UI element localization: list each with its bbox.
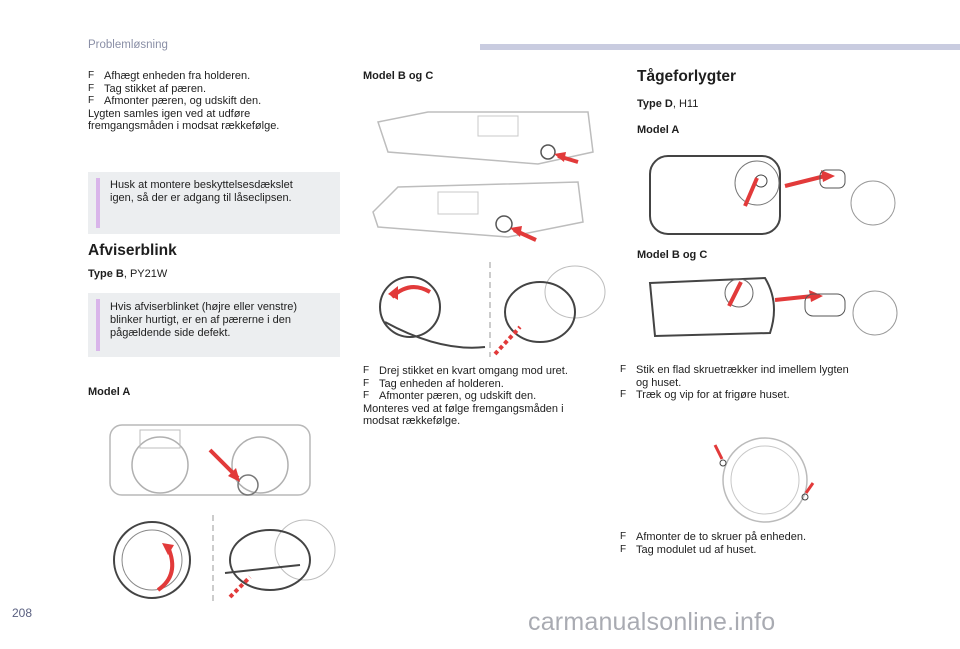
watermark: carmanualsonline.info [528, 608, 776, 636]
checkbox-bullet-icon: F [620, 531, 627, 542]
model-a-label: Model A [88, 386, 131, 398]
fog-model-a-label: Model A [637, 124, 680, 136]
info-note: Husk at montere beskyttelsesdækslet igen… [88, 172, 340, 234]
bulb-socket-illustration [379, 262, 606, 357]
fog-module-illustration [713, 437, 815, 523]
fog-lamp-bc-illustration [648, 276, 898, 338]
fog-lamp-a-illustration [649, 155, 896, 235]
checkbox-bullet-icon: F [363, 390, 370, 402]
checkbox-bullet-icon: F [363, 365, 370, 376]
info-note: Hvis afviserblinket (højre eller venstre… [88, 293, 340, 357]
model-bc-label: Model B og C [363, 70, 434, 82]
section-title: Problemløsning [88, 39, 168, 51]
note-bar [96, 299, 100, 351]
checkbox-bullet-icon: F [620, 389, 627, 401]
reassembly-line: fremgangsmåden i modsat rækkefølge. [88, 120, 280, 133]
fog-model-bc-label: Model B og C [637, 249, 708, 261]
checkbox-bullet-icon: F [620, 364, 627, 375]
note-bar [96, 178, 100, 228]
checkbox-bullet-icon: F [620, 543, 627, 555]
bulb-cover-illustration [113, 515, 336, 605]
headlamp-illustration [109, 424, 311, 496]
checkbox-bullet-icon: F [88, 82, 95, 94]
page-number: 208 [12, 606, 33, 620]
afviser-heading: Afviserblink [88, 242, 177, 259]
checkbox-bullet-icon: F [88, 95, 95, 107]
fog-type: Type D, H11 [637, 98, 699, 110]
checkbox-bullet-icon: F [88, 70, 95, 81]
reassembly-line: Lygten samles igen ved at udføre [88, 107, 251, 120]
reassembly-line: modsat rækkefølge. [363, 415, 461, 428]
headlamp-bc-illustration [372, 111, 594, 242]
fog-heading: Tågeforlygter [637, 68, 737, 85]
header-bar [480, 44, 960, 50]
checkbox-bullet-icon: F [363, 377, 370, 389]
reassembly-line: Monteres ved at følge fremgangsmåden i [363, 402, 564, 415]
afviser-type: Type B, PY21W [88, 268, 168, 280]
